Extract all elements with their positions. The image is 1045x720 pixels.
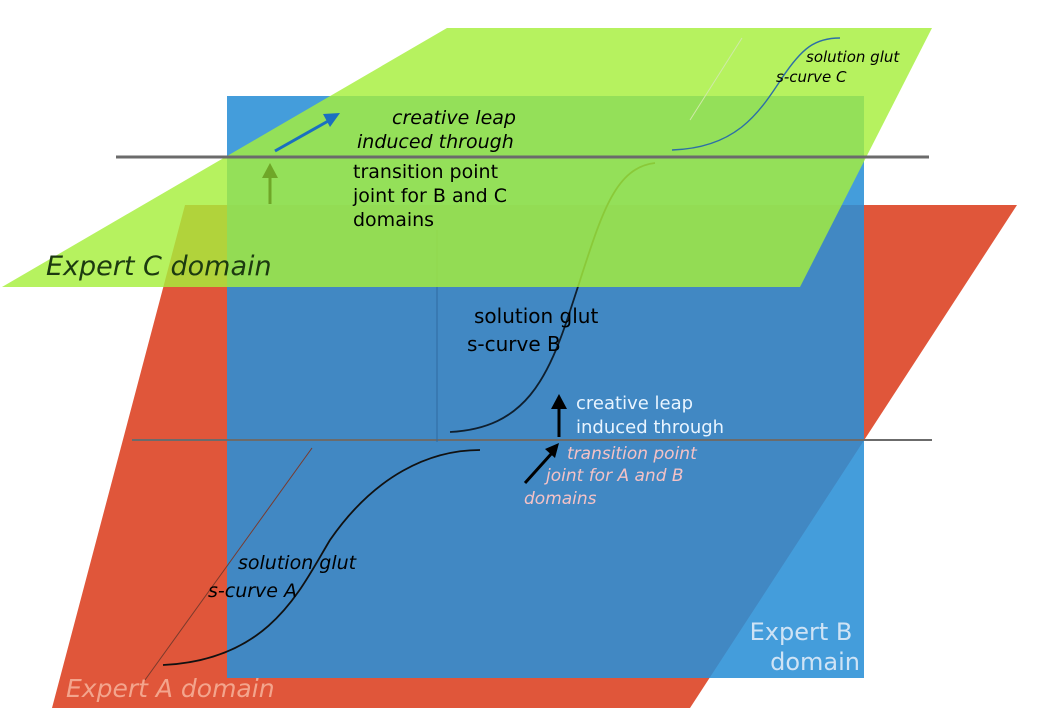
transition-point-ab-label: transition point joint for A and B domai… — [524, 444, 702, 509]
expert-b-domain-label: Expert B domain — [750, 618, 860, 676]
s-curve-c — [671, 37, 841, 151]
s-curve-c-label: solution glut s-curve C — [776, 48, 904, 86]
creative-leap-bc-label: creative leap induced through — [357, 107, 522, 153]
expert-c-domain-label: Expert C domain — [46, 251, 272, 282]
creative-leap-ab-label: creative leap induced through — [576, 393, 724, 438]
arrow-ab-diagonal — [523, 443, 559, 485]
arrow-bc-upward — [262, 163, 278, 204]
expert-a-domain-label: Expert A domain — [66, 674, 275, 703]
arrow-ab-upward — [551, 394, 567, 437]
transition-point-bc-label: transition point joint for B and C domai… — [352, 161, 513, 231]
s-curve-a-guide — [144, 447, 313, 681]
s-curve-a — [162, 449, 481, 666]
s-curve-c-guide — [689, 37, 743, 121]
s-curve-b-label: solution glut s-curve B — [467, 304, 605, 356]
arrow-bc-diagonal — [274, 113, 340, 153]
s-curve-a-label: solution glut s-curve A — [208, 552, 362, 602]
